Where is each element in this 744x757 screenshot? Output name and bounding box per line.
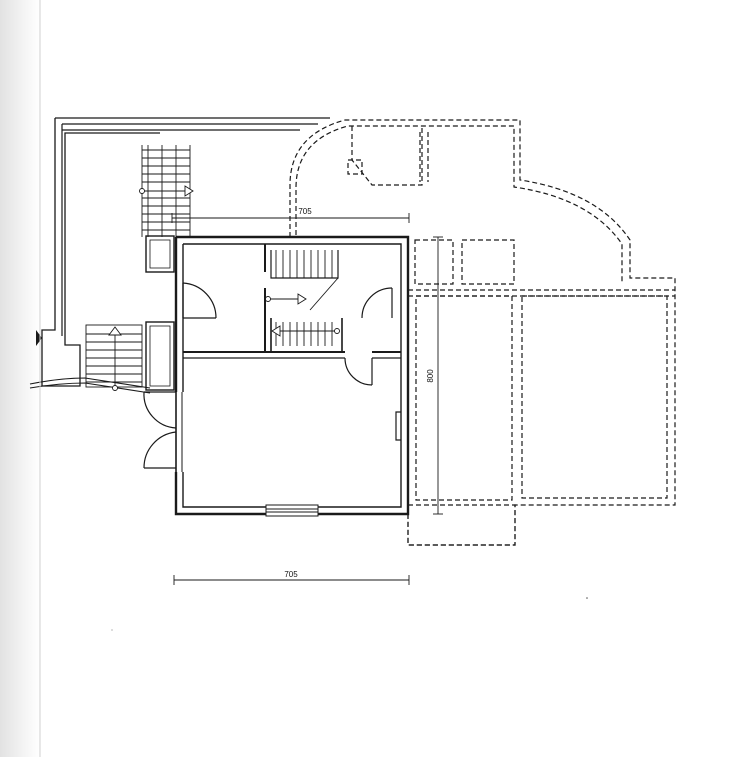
door-living [344,357,373,386]
dimension-top-label: 705 [298,207,312,216]
west-stair-arrow [108,326,122,391]
terrace-rail-top [55,117,330,131]
planned-extension-dashed [289,119,676,546]
upper-room-outline [351,126,423,186]
door-patio-upper [143,391,177,429]
speck [111,629,113,631]
main-block-walls [174,235,410,516]
binding-marker [36,330,42,346]
internal-stair-arrow-up [265,293,307,305]
internal-stair [271,250,339,346]
nook-box [347,159,363,175]
terrace-outline [41,118,160,387]
extension-room-left [415,295,513,501]
dimension-bottom-label: 705 [284,570,298,579]
dimension-right [433,236,443,515]
speck [586,597,588,599]
east-wall-notch [395,411,401,441]
extension-room-right [521,295,668,499]
extension-box-left [414,239,454,285]
planter-upper-left-inner [149,239,171,269]
north-stair-arrow [139,185,194,197]
existing-building [29,117,410,517]
planter-lower-left [145,321,175,391]
terrace-curve-lower [29,377,151,394]
extension-lower-box [407,504,516,546]
door-hall-east [361,287,393,319]
curved-extension-outer [289,119,676,546]
curved-extension-inner [295,125,623,282]
extension-box-right [461,239,515,285]
dimension-bottom [173,575,410,585]
book-binding-shadow [0,0,40,757]
planter-upper-left [145,235,175,273]
door-patio-lower [143,431,177,469]
door-hall-west [182,282,217,319]
south-window [265,504,319,517]
upper-room-inner [419,132,429,182]
dimension-top [171,213,410,223]
planter-lower-left-inner [149,325,171,387]
dimension-right-label: 800 [426,369,435,383]
internal-stair-arrow-down [271,325,340,337]
